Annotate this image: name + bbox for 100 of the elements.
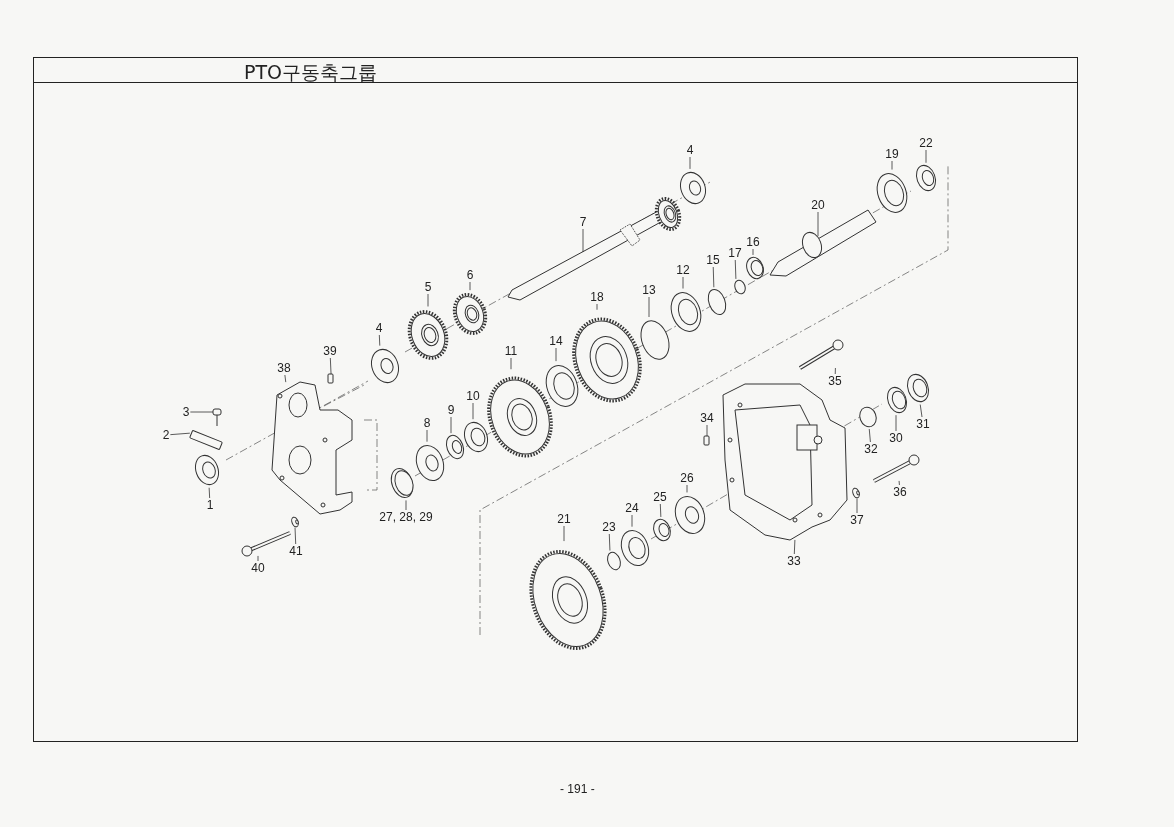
washer-drawing (291, 516, 299, 528)
callout-number: 3 (182, 406, 190, 418)
leader-line (555, 347, 557, 362)
leader-line (793, 539, 796, 555)
callout-number: 21 (557, 513, 571, 525)
washer-drawing (445, 434, 465, 460)
leader-line (378, 334, 381, 347)
callout-number: 31 (916, 418, 930, 430)
seal-drawing (195, 454, 219, 486)
washer-drawing (852, 487, 860, 499)
bearing-drawing (371, 348, 399, 384)
callout-number: 16 (746, 236, 760, 248)
bearing-drawing (415, 445, 445, 481)
bearing-drawing (620, 530, 650, 566)
callout-number: 22 (919, 137, 933, 149)
leader-line (895, 414, 897, 432)
bolt-drawing (241, 531, 291, 557)
housing-drawing (722, 383, 848, 541)
leader-line (169, 432, 191, 436)
bolt-drawing (873, 454, 920, 483)
page-number: - 191 - (560, 782, 595, 796)
leader-line (712, 266, 715, 288)
leader-line (856, 498, 858, 514)
callout-number: 39 (323, 345, 337, 357)
snap-ring-drawing (734, 279, 746, 295)
gear-drawing (487, 376, 553, 458)
seal-drawing (886, 386, 908, 414)
leader-line (427, 293, 429, 307)
leader-line (817, 211, 819, 237)
pin-drawing (327, 373, 334, 384)
callout-number: 37 (850, 514, 864, 526)
leader-line (608, 533, 611, 551)
leader-line (834, 367, 836, 375)
callout-number: 8 (423, 417, 431, 429)
callout-number: 20 (811, 199, 825, 211)
leader-line (257, 555, 259, 562)
callout-number: 13 (642, 284, 656, 296)
callout-number: 36 (893, 486, 907, 498)
leader-line (752, 248, 754, 256)
leader-line (706, 424, 708, 437)
leader-line (925, 149, 927, 164)
callout-number: 15 (706, 254, 720, 266)
callout-number: 32 (864, 443, 878, 455)
callout-number: 19 (885, 148, 899, 160)
leader-line (689, 156, 691, 170)
leader-line (734, 259, 737, 280)
leader-line (189, 411, 214, 413)
bearing-drawing (674, 496, 706, 534)
leader-line (891, 160, 893, 170)
callout-number: 14 (549, 335, 563, 347)
bearing-drawing (464, 421, 488, 453)
leader-line (469, 281, 471, 291)
leader-line (563, 525, 565, 542)
gear-drawing (452, 293, 488, 335)
leader-line (898, 480, 900, 486)
leader-line (294, 527, 297, 545)
gear-drawing (529, 550, 607, 650)
callout-number: 38 (277, 362, 291, 374)
leader-line (648, 296, 650, 318)
callout-number: 41 (289, 545, 303, 557)
washer-drawing (653, 518, 671, 542)
callout-number: 18 (590, 291, 604, 303)
bearing-drawing (746, 256, 764, 280)
plate-drawing (271, 381, 353, 515)
callout-number: 10 (466, 390, 480, 402)
callout-number: 12 (676, 264, 690, 276)
callout-number: 17 (728, 247, 742, 259)
leader-line (868, 428, 871, 443)
shaft-drawing (769, 209, 877, 277)
callout-number: 35 (828, 375, 842, 387)
gear-drawing (407, 310, 449, 360)
leader-line (686, 484, 688, 493)
leader-line (329, 357, 332, 375)
callout-number: 24 (625, 502, 639, 514)
o-ring-drawing (390, 468, 414, 498)
callout-number: 4 (375, 322, 383, 334)
bolt-drawing (798, 339, 844, 370)
leader-line (426, 429, 428, 443)
bushing-drawing (915, 164, 937, 192)
callout-number: 30 (889, 432, 903, 444)
leader-line (405, 500, 407, 511)
callout-number: 25 (653, 491, 667, 503)
leader-line (472, 402, 474, 420)
screw-drawing (212, 408, 222, 427)
callout-number: 27, 28, 29 (379, 511, 433, 523)
callout-number: 34 (700, 412, 714, 424)
leader-line (582, 228, 584, 253)
leader-line (919, 404, 923, 418)
callout-number: 5 (424, 281, 432, 293)
snap-ring-drawing (640, 320, 670, 360)
callout-number: 11 (504, 345, 518, 357)
pin-drawing (703, 435, 710, 446)
bearing-drawing (545, 365, 579, 407)
leader-line (659, 503, 662, 518)
bearing-drawing (680, 171, 706, 205)
callout-number: 23 (602, 521, 616, 533)
callout-number: 7 (579, 216, 587, 228)
snap-ring-drawing (707, 289, 727, 315)
callout-number: 2 (162, 429, 170, 441)
callout-number: 26 (680, 472, 694, 484)
